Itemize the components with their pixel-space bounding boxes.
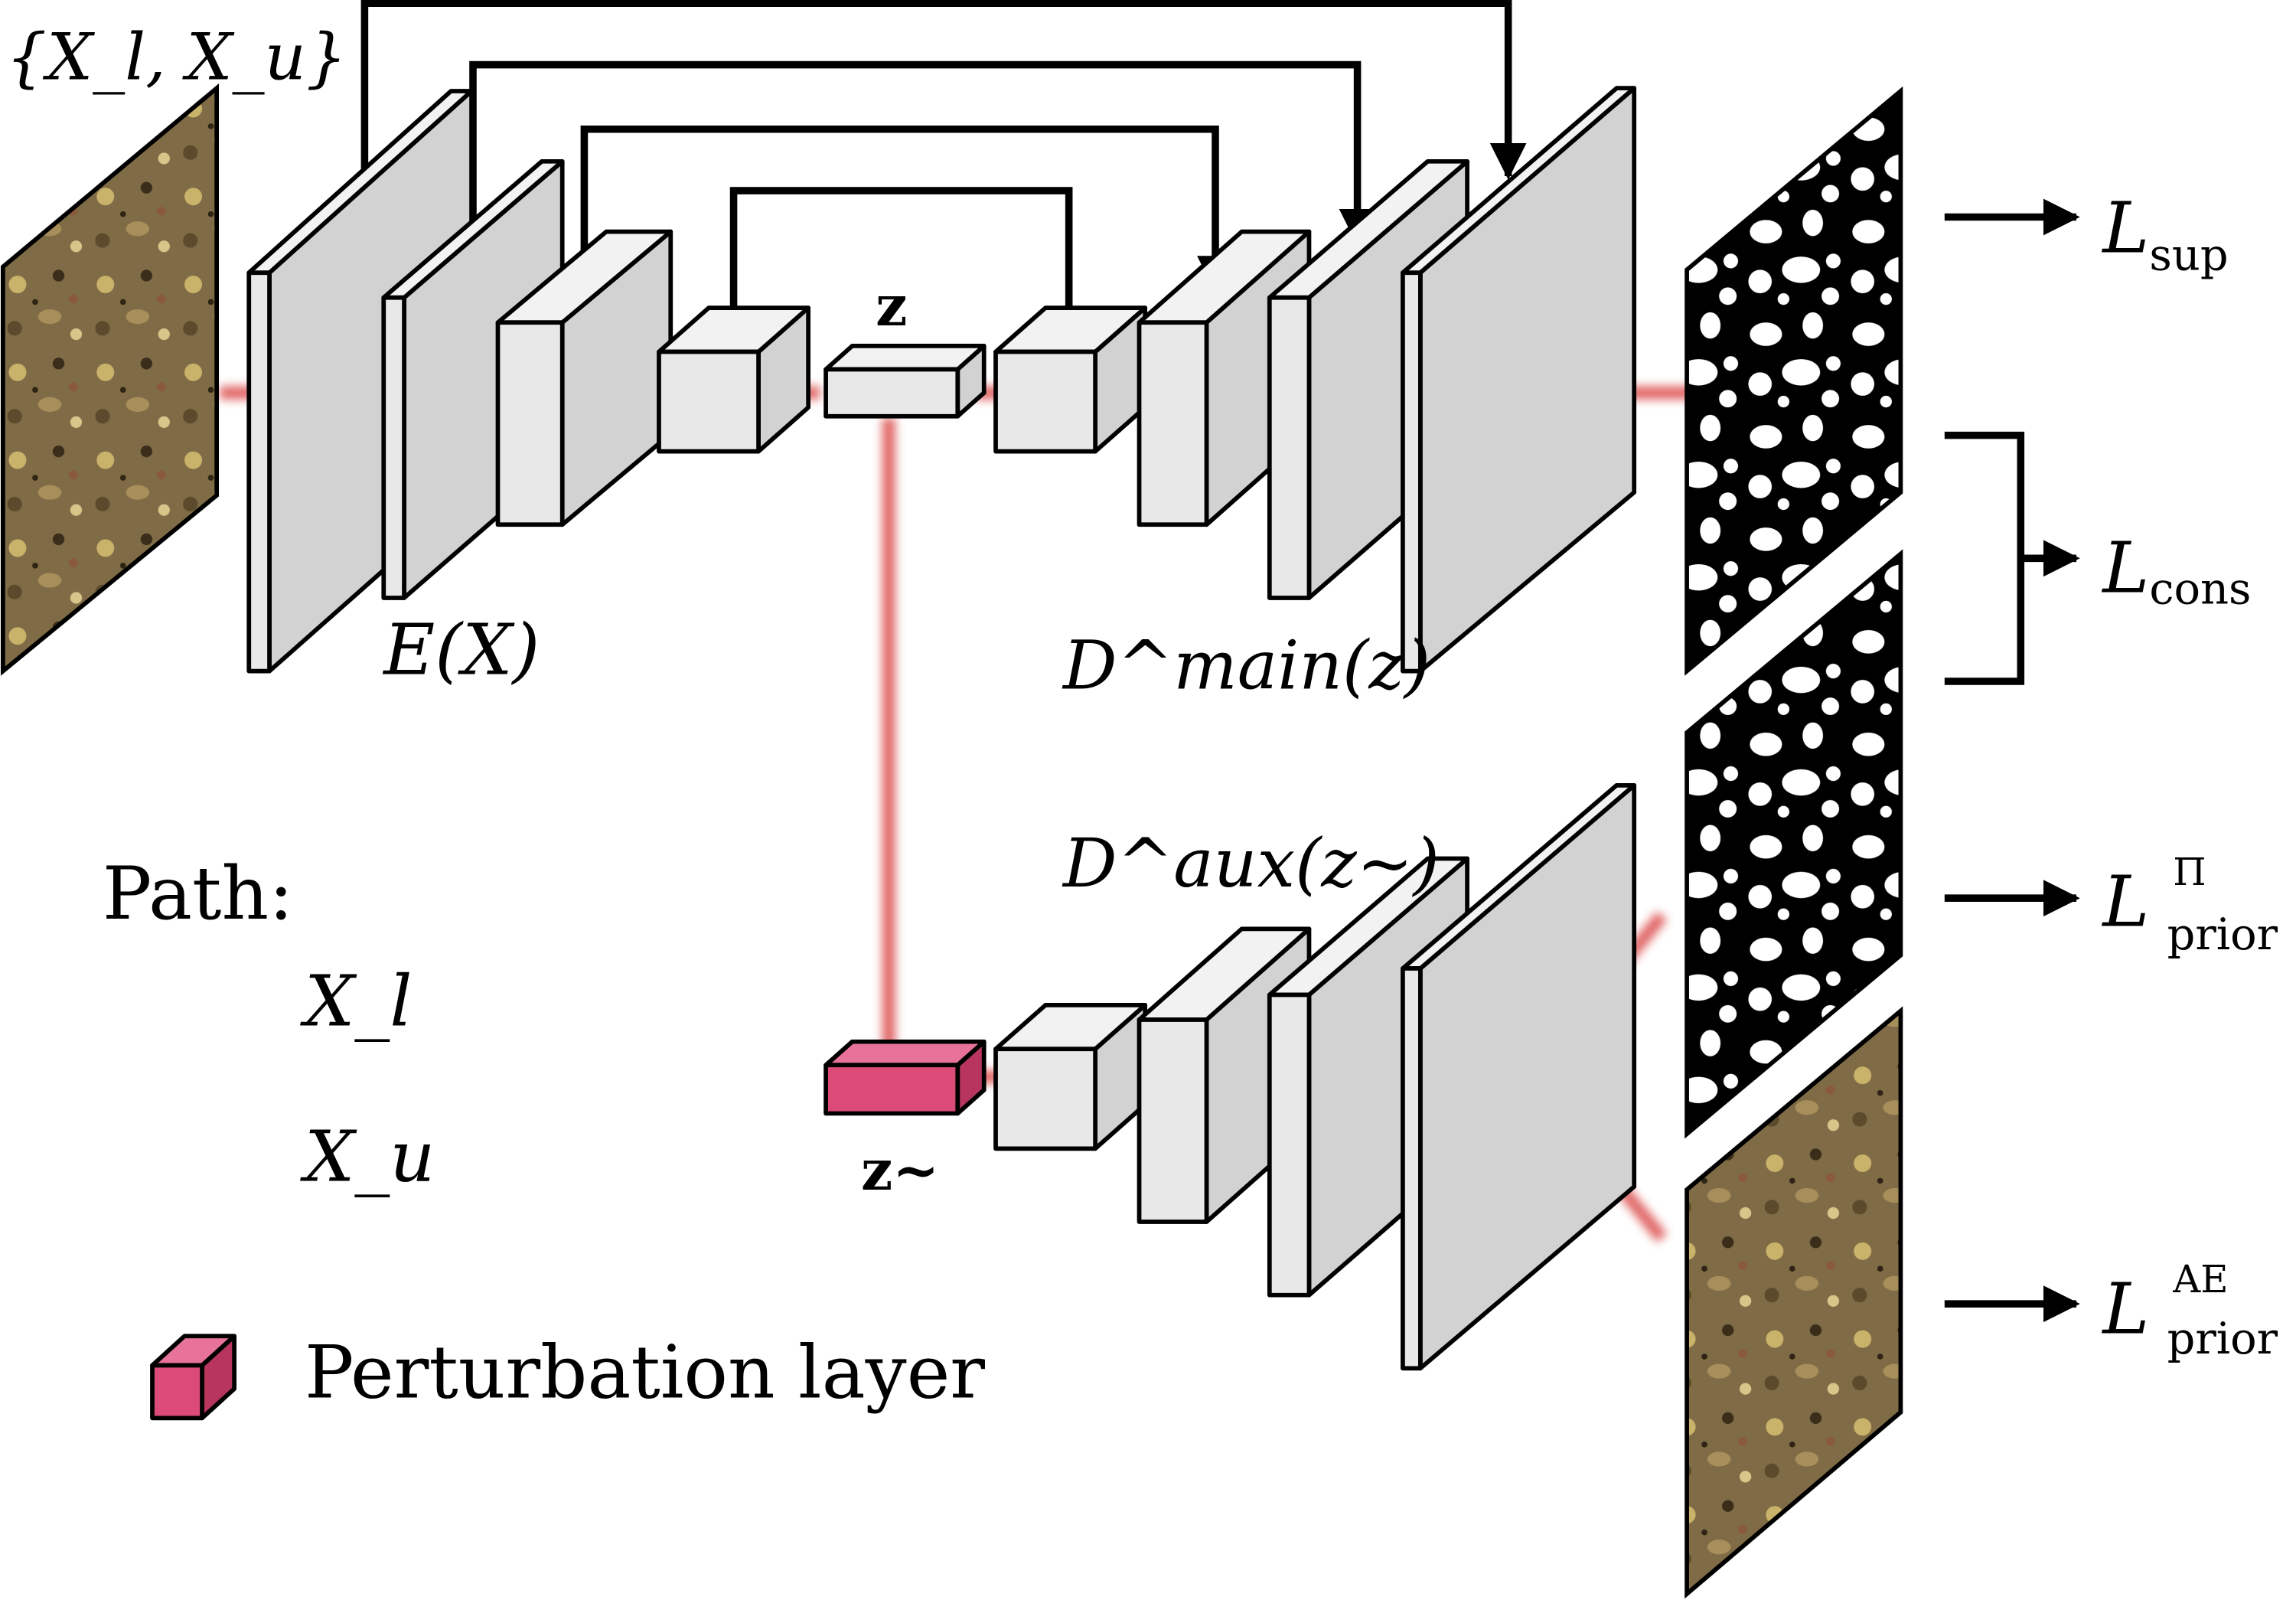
main-decoder-blocks bbox=[993, 86, 1637, 674]
main-decoder-label: D^main(z) bbox=[1062, 626, 1430, 705]
legend-perturbation-text: Perturbation layer bbox=[305, 1330, 985, 1416]
perturbation-block bbox=[823, 1039, 987, 1116]
encoder-block-3 bbox=[495, 229, 673, 527]
loss-prior-pi-subscript: prior bbox=[2167, 909, 2278, 960]
output-images bbox=[1684, 86, 1903, 1599]
main-decoder-block-4 bbox=[1401, 86, 1637, 674]
output-reconstruction bbox=[1684, 1006, 1903, 1599]
output-mask-supervised bbox=[1684, 86, 1903, 676]
loss-sup-label: Lsup bbox=[2101, 187, 2228, 280]
aux-decoder-block-4 bbox=[1401, 782, 1637, 1371]
loss-prior-ae-label: L bbox=[2101, 1268, 2149, 1350]
loss-cons-label: Lcons bbox=[2101, 527, 2251, 614]
loss-arrows bbox=[1944, 198, 2080, 1323]
legend-unlabeled-text: X_u bbox=[300, 1115, 435, 1197]
encoder-blocks bbox=[246, 89, 810, 674]
encoder-block-4 bbox=[657, 305, 810, 454]
encoder-label: E(X) bbox=[382, 609, 540, 691]
main-decoder-block-1 bbox=[993, 305, 1148, 454]
loss-prior-ae-superscript: AE bbox=[2172, 1257, 2228, 1301]
legend: Path: X_l X_u Perturbation layer bbox=[103, 851, 985, 1421]
loss-prior-pi-label: L bbox=[2101, 861, 2149, 943]
loss-prior-pi-superscript: Π bbox=[2173, 850, 2206, 894]
legend-title: Path: bbox=[103, 851, 293, 936]
perturbed-latent-label: z~ bbox=[861, 1138, 939, 1203]
legend-labeled-text: X_l bbox=[300, 961, 413, 1043]
latent-block bbox=[823, 344, 987, 419]
latent-label: z bbox=[876, 274, 907, 339]
output-mask-unsupervised bbox=[1684, 549, 1903, 1139]
input-set-label: {X_l, X_u} bbox=[6, 20, 347, 95]
input-concrete-image bbox=[0, 83, 220, 676]
loss-prior-ae-subscript: prior bbox=[2167, 1313, 2278, 1364]
aux-decoder-blocks bbox=[993, 782, 1637, 1371]
aux-decoder-block-1 bbox=[993, 1002, 1148, 1151]
legend-perturbation-icon bbox=[150, 1334, 236, 1421]
aux-decoder-label: D^aux(z~) bbox=[1062, 824, 1440, 903]
